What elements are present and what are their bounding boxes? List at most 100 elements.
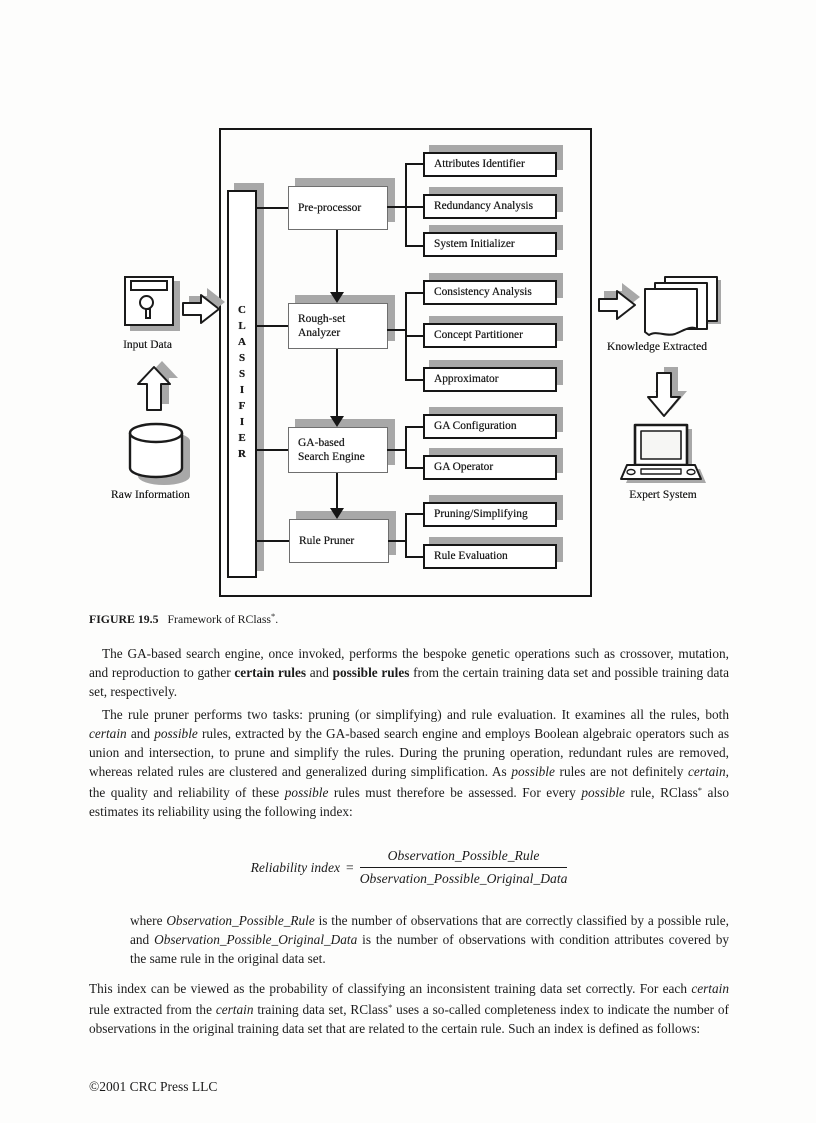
figure-outer-frame — [219, 128, 592, 597]
paragraph-ga-operations: The GA-based search engine, once invoked… — [89, 644, 729, 701]
stub-line — [405, 379, 423, 381]
body-text: The GA-based search engine, once invoked… — [89, 644, 729, 1038]
connector-line — [387, 449, 407, 451]
formula-fraction: Observation_Possible_Rule Observation_Po… — [359, 846, 568, 888]
paragraph-rule-pruner: The rule pruner performs two tasks: prun… — [89, 705, 729, 821]
connector-line — [388, 540, 407, 542]
ga-engine-label-line1: GA-based — [298, 437, 345, 449]
italic-possible: possible — [284, 785, 329, 800]
floppy-disk-icon — [124, 276, 174, 326]
text-run: This index can be viewed as the probabil… — [89, 981, 692, 996]
bold-certain-rules: certain rules — [234, 665, 307, 680]
branch-line — [405, 513, 407, 558]
right-block-arrow-icon — [182, 288, 225, 324]
branch-line — [405, 163, 407, 247]
stub-line — [405, 245, 423, 247]
formula-equals: = — [346, 859, 354, 875]
italic-observation-possible-rule: Observation_Possible_Rule — [166, 913, 315, 928]
italic-observation-possible-original-data: Observation_Possible_Original_Data — [154, 932, 358, 947]
text-run: rule extracted from the — [89, 1002, 216, 1017]
flow-arrow-shaft — [336, 349, 338, 416]
rough-set-label-line1: Rough-set — [298, 313, 346, 325]
flow-arrow-shaft — [336, 230, 338, 292]
stub-line — [405, 163, 423, 165]
stub-line — [405, 335, 423, 337]
down-arrowhead-icon — [330, 416, 344, 427]
text-run: The rule pruner performs two tasks: prun… — [102, 707, 729, 722]
redundancy-analysis-box: Redundancy Analysis — [423, 194, 557, 219]
rough-set-analyzer-box: Rough-set Analyzer — [288, 303, 388, 349]
text-run: and — [126, 726, 155, 741]
raw-information-label: Raw Information — [111, 489, 190, 501]
stub-line — [405, 292, 423, 294]
right-block-arrow-icon — [598, 283, 640, 320]
branch-line — [405, 426, 407, 469]
classifier-box: CLASSIFIER — [227, 190, 257, 578]
text-run: also estimates its reliability using the… — [89, 785, 729, 819]
paragraph-where-note: where Observation_Possible_Rule is the n… — [130, 911, 729, 968]
text-run: training data set, RClass — [253, 1002, 389, 1017]
database-cylinder-icon — [128, 422, 190, 485]
formula-numerator: Observation_Possible_Rule — [359, 846, 568, 868]
text-run: is the number of observations with condi… — [130, 932, 730, 966]
paragraph-completeness-index: This index can be viewed as the probabil… — [89, 979, 729, 1038]
formula-denominator: Observation_Possible_Original_Data — [359, 871, 568, 886]
rule-evaluation-box: Rule Evaluation — [423, 544, 557, 569]
text-run: , the quality and reliability of these — [89, 764, 729, 800]
laptop-icon — [620, 423, 706, 483]
figure-caption-period: . — [275, 612, 279, 626]
rule-pruner-box: Rule Pruner — [289, 519, 389, 563]
formula-lhs: Reliability index — [250, 859, 341, 875]
documents-stack-icon — [644, 276, 721, 336]
superscript-star: * — [697, 785, 702, 795]
pre-processor-label: Pre-processor — [298, 202, 362, 214]
ga-operator-box: GA Operator — [423, 455, 557, 480]
pruning-simplifying-box: Pruning/Simplifying — [423, 502, 557, 527]
rule-pruner-label: Rule Pruner — [299, 535, 355, 547]
input-data-label: Input Data — [123, 339, 172, 351]
expert-system-label: Expert System — [629, 489, 697, 501]
stub-line — [405, 556, 423, 558]
text-run: rules are not definitely — [554, 764, 688, 779]
italic-possible: possible — [154, 726, 198, 741]
connector-line — [256, 540, 289, 542]
connector-line — [256, 449, 288, 451]
italic-possible: possible — [581, 785, 625, 800]
text-run: rules must therefore be assessed. For ev… — [328, 785, 582, 800]
text-run: and — [306, 665, 333, 680]
down-block-arrow-icon — [647, 367, 687, 417]
connector-line — [387, 329, 407, 331]
ga-search-engine-box: GA-based Search Engine — [288, 427, 388, 473]
figure-caption-text: Framework of RClass — [167, 612, 272, 626]
text-run: where — [130, 913, 167, 928]
text-run: uses a so-called completeness index to i… — [89, 1002, 729, 1036]
down-arrowhead-icon — [330, 508, 344, 519]
floppy-label-slot — [130, 280, 168, 291]
up-block-arrow-icon — [137, 361, 178, 411]
concept-partitioner-box: Concept Partitioner — [423, 323, 557, 348]
italic-certain: certain — [691, 981, 729, 996]
connector-line — [256, 207, 288, 209]
bold-possible-rules: possible rules — [332, 665, 410, 680]
italic-certain: certain — [687, 764, 726, 779]
approximator-box: Approximator — [423, 367, 557, 392]
stub-line — [405, 513, 423, 515]
superscript-star: * — [388, 1002, 393, 1012]
text-run: rules, extracted by the GA-based search … — [89, 726, 729, 779]
flow-arrow-shaft — [336, 473, 338, 508]
text-run: rule, RClass — [624, 785, 698, 800]
italic-certain: certain — [215, 1002, 254, 1017]
stub-line — [405, 467, 423, 469]
superscript-star: * — [271, 611, 276, 621]
stub-line — [405, 426, 423, 428]
floppy-stem — [145, 308, 151, 319]
reliability-index-formula: Reliability index = Observation_Possible… — [89, 846, 729, 888]
consistency-analysis-box: Consistency Analysis — [423, 280, 557, 305]
rough-set-label-line2: Analyzer — [298, 327, 341, 339]
connector-line — [256, 325, 288, 327]
text-run: from the certain training data set and p… — [89, 665, 729, 699]
italic-certain: certain — [89, 726, 127, 741]
pre-processor-box: Pre-processor — [288, 186, 388, 230]
